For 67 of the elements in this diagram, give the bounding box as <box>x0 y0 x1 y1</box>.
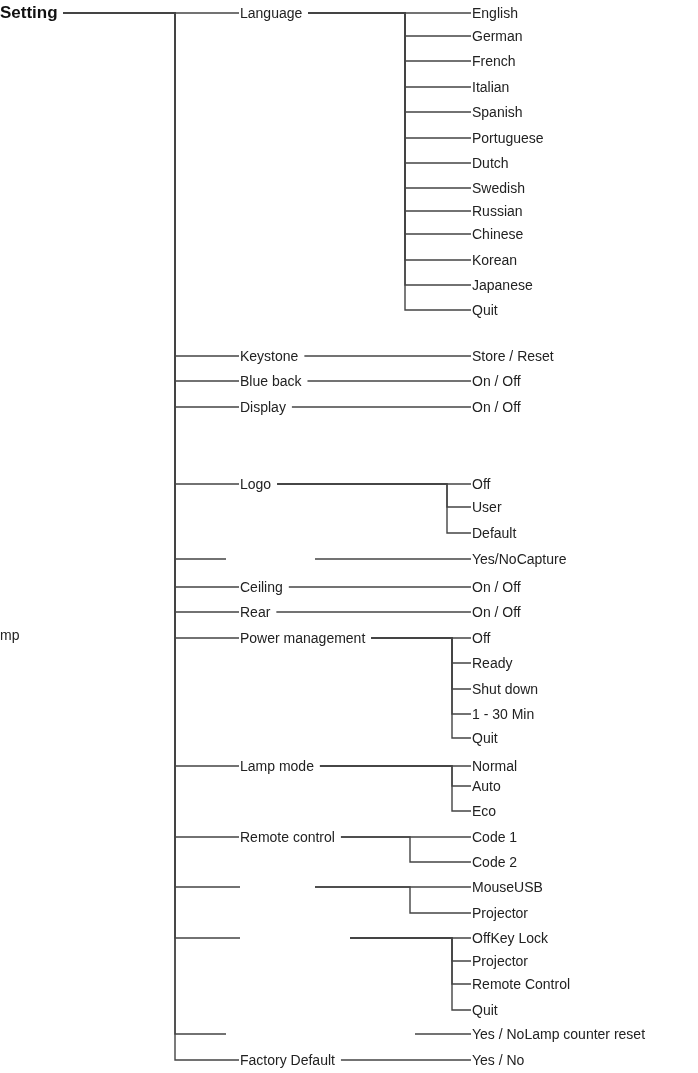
menu-item: Normal <box>472 758 518 774</box>
menu-item: Italian <box>472 79 510 95</box>
connector-line <box>276 483 472 534</box>
menu-item: 1 - 30 Min <box>472 706 535 722</box>
menu-item: Shut down <box>472 681 539 697</box>
menu-item: Chinese <box>472 226 524 242</box>
connector-line <box>275 611 472 613</box>
connector-line <box>314 558 472 560</box>
menu-item: Default <box>472 525 517 541</box>
connector-line <box>291 406 472 408</box>
menu-item: On / Off <box>472 399 521 415</box>
menu-item: Swedish <box>472 180 525 196</box>
menu-item: On / Off <box>472 579 521 595</box>
menu-item: Portuguese <box>472 130 544 146</box>
menu-item: Store / Reset <box>472 348 554 364</box>
menu-item: Projector <box>472 953 529 969</box>
menu-item: Lamp mode <box>240 758 314 774</box>
menu-item: Korean <box>472 252 518 268</box>
menu-title: Setting <box>0 3 58 23</box>
menu-item: Dutch <box>472 155 509 171</box>
menu-item: Spanish <box>472 104 523 120</box>
menu-item: Eco <box>472 803 497 819</box>
connector-line <box>414 1033 472 1035</box>
menu-item: Quit <box>472 302 498 318</box>
connector-line <box>306 380 472 382</box>
menu-item: Remote Control <box>472 976 571 992</box>
menu-item: Yes/NoCapture <box>472 551 567 567</box>
menu-item: English <box>472 5 518 21</box>
menu-item: Quit <box>472 730 498 746</box>
menu-item: Ready <box>472 655 513 671</box>
connector-line <box>303 355 472 357</box>
menu-item: Language <box>240 5 303 21</box>
menu-item: User <box>472 499 502 515</box>
menu-item: Blue back <box>240 373 302 389</box>
menu-item: Off <box>472 476 491 492</box>
menu-item: Yes / No <box>472 1052 525 1068</box>
menu-item: German <box>472 28 523 44</box>
menu-item: Japanese <box>472 277 533 293</box>
menu-item: Display <box>240 399 286 415</box>
menu-item: Logo <box>240 476 272 492</box>
menu-item: Projector <box>472 905 529 921</box>
connector-line <box>340 1059 472 1061</box>
connector-line <box>288 586 472 588</box>
connector-line <box>370 637 472 739</box>
menu-item: Quit <box>472 1002 498 1018</box>
menu-item: Code 2 <box>472 854 518 870</box>
menu-item: Code 1 <box>472 829 518 845</box>
connector-line <box>319 765 472 812</box>
menu-item: Russian <box>472 203 523 219</box>
menu-item: Yes / NoLamp counter reset <box>472 1026 646 1042</box>
menu-item: Power management <box>240 630 366 646</box>
menu-item: OffKey Lock <box>472 930 548 946</box>
connector-line <box>340 836 472 863</box>
menu-item: On / Off <box>472 604 521 620</box>
menu-item: Factory Default <box>240 1052 335 1068</box>
menu-item: Keystone <box>240 348 299 364</box>
menu-item: Ceiling <box>240 579 283 595</box>
text-fragment: mp <box>0 626 20 644</box>
connector-line <box>349 937 472 1011</box>
menu-item: Off <box>472 630 491 646</box>
menu-item: Auto <box>472 778 501 794</box>
menu-item: French <box>472 53 516 69</box>
connector-line <box>314 886 472 914</box>
menu-item: Rear <box>240 604 271 620</box>
menu-item: Remote control <box>240 829 335 845</box>
menu-item: On / Off <box>472 373 521 389</box>
menu-item: MouseUSB <box>472 879 543 895</box>
